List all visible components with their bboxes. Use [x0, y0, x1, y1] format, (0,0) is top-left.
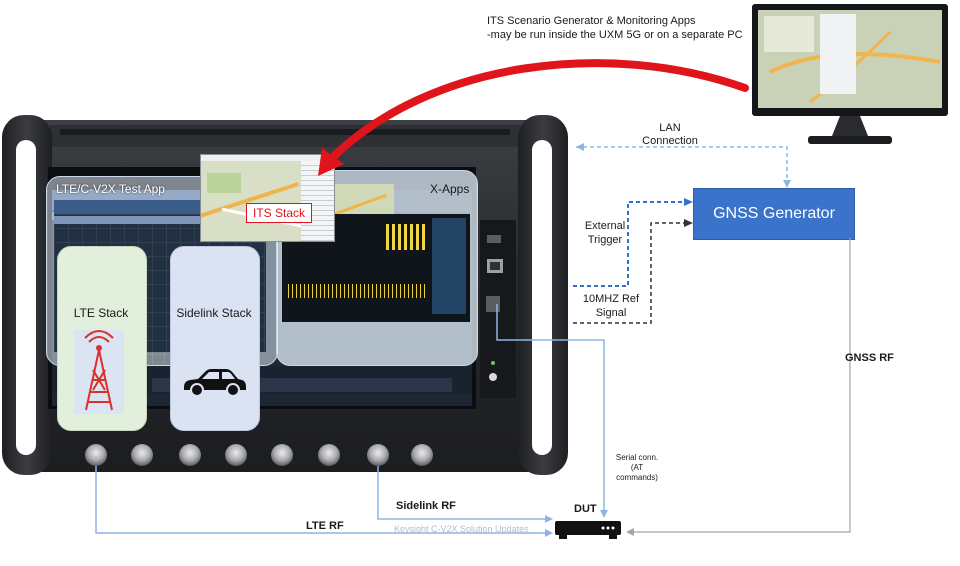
sidelink-rf-line — [377, 456, 553, 523]
dut-router-icon — [553, 515, 623, 541]
rf-connector-icon — [318, 444, 340, 466]
monitor-icon — [750, 2, 960, 152]
rf-connector-icon — [85, 444, 107, 466]
rf-connector-icon — [367, 444, 389, 466]
sidelink-stack-label: Sidelink Stack — [176, 306, 252, 320]
ref-label-2: Signal — [595, 307, 627, 319]
x-apps-spectrum-sidebar — [432, 218, 466, 314]
lte-rf-line — [95, 456, 553, 537]
sidelink-stack-panel — [170, 246, 260, 431]
serial-label-2: (AT — [630, 463, 644, 472]
gnss-rf-label: GNSS RF — [845, 352, 894, 364]
rf-connector-icon — [411, 444, 433, 466]
lan-label-2: Connection — [642, 135, 698, 147]
gnss-generator-label: GNSS Generator — [713, 205, 835, 222]
its-stack-label: ITS Stack — [246, 203, 313, 223]
x-apps-spectrum-band — [386, 224, 428, 250]
serial-connection-line — [496, 304, 608, 518]
x-apps-title: X-Apps — [430, 182, 470, 196]
lte-rf-label: LTE RF — [306, 520, 344, 532]
dut-label: DUT — [574, 503, 597, 515]
serial-label-3: commands) — [616, 473, 658, 482]
rf-connector-icon — [131, 444, 153, 466]
car-icon — [180, 365, 248, 397]
rf-connector-row — [82, 440, 442, 470]
its-stack-map — [200, 154, 335, 242]
sidelink-rf-label: Sidelink RF — [396, 500, 456, 512]
usb-port-icon — [487, 235, 501, 243]
lte-stack-label: LTE Stack — [73, 306, 129, 320]
rf-connector-icon — [225, 444, 247, 466]
lan-label-1: LAN — [659, 122, 681, 134]
lte-app-toolbar-2 — [54, 216, 266, 224]
ref-signal-line — [573, 219, 693, 324]
gnss-rf-line — [626, 238, 851, 536]
its-map-sidebar — [301, 161, 334, 241]
gnss-generator-box: GNSS Generator — [693, 188, 855, 240]
ref-label-1: 10MHZ Ref — [582, 293, 640, 305]
trigger-label-1: External — [584, 220, 626, 232]
its-map-park — [207, 173, 241, 193]
lan-connection-line — [576, 143, 791, 188]
rf-connector-icon — [271, 444, 293, 466]
its-note-line-2: -may be run inside the UXM 5G or on a se… — [487, 29, 743, 41]
lte-cv2x-app-title: LTE/C-V2X Test App — [56, 182, 165, 196]
x-apps-spectrum-trace — [288, 284, 428, 298]
trigger-label-2: Trigger — [587, 234, 623, 246]
its-note-line-1: ITS Scenario Generator & Monitoring Apps — [487, 15, 696, 27]
cell-tower-icon — [74, 330, 124, 414]
external-trigger-line — [573, 198, 693, 287]
watermark-text: Keysight C-V2X Solution Updates — [394, 524, 529, 534]
serial-label-1: Serial conn. — [615, 453, 659, 462]
its-map-titlebar — [201, 155, 334, 161]
power-button-icon — [489, 373, 497, 381]
rf-connector-icon — [179, 444, 201, 466]
